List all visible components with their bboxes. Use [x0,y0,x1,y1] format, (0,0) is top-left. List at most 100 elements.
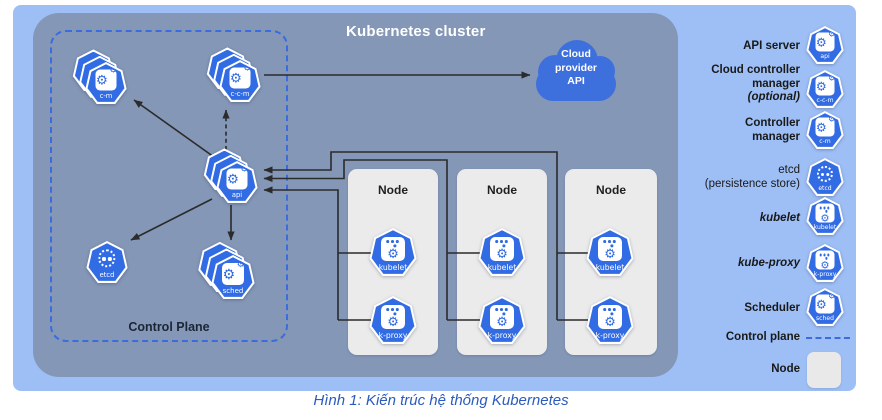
heptagon-fill: ⚙k-proxy [371,298,415,342]
legend-label-line: manager [752,77,800,90]
heptagon-fill: ⚙kubelet [588,230,632,274]
heptagon-layer: ⚙kubelet [586,228,634,276]
heptagon-layer: ⚙ kubelet [478,228,526,276]
gears-glyph: ⚙⚙ [95,65,118,91]
gear-icon: ⚙ [815,79,827,94]
heptagon-fill: ⚙⚙c-m [808,113,842,147]
dots-icon [823,253,826,257]
gears-glyph: ⚙⚙ [815,114,836,137]
legend-label-line: API server [743,40,800,52]
heptagon-fill: etcd [88,243,126,281]
legend-kubelet-icon: ⚙kubelet [806,197,844,235]
gear-icon: ⚙ [828,29,836,39]
heptagon-layer: ⚙⚙api [806,26,844,64]
kubelet-icon-node-1: ⚙kubelet [369,228,417,276]
dots-icon [391,308,394,312]
gears-glyph: ⚙⚙ [815,292,835,314]
gear-icon: ⚙ [243,63,252,74]
icon-label: kubelet [378,263,408,273]
node-title: Node [487,183,517,197]
kubelet-icon-node-3: ⚙kubelet [586,228,634,276]
legend-label-line: Scheduler [744,302,800,314]
heptagon-layer: ⚙⚙c-m [806,111,844,149]
gear-icon: ⚙ [604,246,616,262]
legend-control-plane-dash [806,337,850,339]
heptagon-layer: ⚙k-proxy [369,296,417,344]
heptagon-layer: ⚙⚙c-c-m [219,60,261,102]
dots-icon [608,308,611,312]
wheel-glyph: ⚙ [490,236,514,261]
legend-label-line: (persistence store) [704,177,800,190]
gear-icon: ⚙ [496,314,508,330]
wheel-glyph: ⚙ [490,304,514,330]
gear-icon: ⚙ [828,114,836,124]
icon-label: sched [815,315,834,323]
heptagon-fill: ⚙⚙c-c-m [808,72,842,106]
legend-label-line: Node [771,363,800,375]
dots-icon [500,308,503,312]
gears-glyph: ⚙⚙ [815,73,836,96]
legend-etcd-icon: etcd [806,158,844,196]
legend-label-scheduler: Scheduler [680,302,800,316]
icon-label: kubelet [487,263,517,273]
figure-caption: Hình 1: Kiến trúc hệ thống Kubernetes [313,392,569,409]
cloud-body [536,67,616,101]
wheel-glyph: ⚙ [381,304,405,330]
legend-kube-proxy-icon: ⚙k-proxy [806,244,844,282]
legend-label-line: manager [752,130,800,143]
controller-manager-icon: ⚙⚙c-m [72,49,127,104]
cloud-provider-api: Cloud provider API [536,39,616,101]
wheel-glyph: ⚙ [598,304,622,329]
gear-icon: ⚙ [387,314,399,330]
gear-icon: ⚙ [109,65,118,76]
wheel-glyph: ⚙ [381,236,405,262]
heptagon-fill: ⚙kubelet [808,199,842,233]
legend-label-line: kube-proxy [738,257,800,269]
icon-label: api [231,191,243,200]
dots-icon [608,240,611,244]
dots-icon [391,240,394,244]
icon-label: kubelet [813,224,837,232]
legend-label-line: Cloud controller [711,64,800,76]
icon-label: k-proxy [378,331,408,341]
legend-api-server-icon: ⚙⚙api [806,26,844,64]
etcd-dots-icon [820,172,824,176]
legend-ccm-icon: ⚙⚙c-c-m [806,70,844,108]
cloud-label-line: Cloud [561,48,591,60]
cluster-title: Kubernetes cluster [346,23,486,40]
cloud-label-line: API [567,75,585,87]
heptagon-fill: ⚙kubelet [371,230,415,274]
gear-icon: ⚙ [95,73,108,89]
gear-icon: ⚙ [226,172,239,188]
icon-label: etcd [818,185,832,193]
control-plane-label: Control Plane [128,320,210,334]
cloud-label: Cloud provider API [536,39,616,101]
etcd-icon: etcd [86,241,128,283]
api-server-icon: ⚙⚙api [203,148,258,203]
node-title: Node [378,183,408,197]
kubelet-icon-node-2: ⚙ kubelet [478,228,526,276]
legend-label-kubelet: kubelet [680,212,800,226]
heptagon-layer: ⚙k-proxy [586,296,634,344]
heptagon-fill: ⚙⚙c-m [87,64,125,102]
kube-proxy-icon-node-1: ⚙k-proxy [369,296,417,344]
etcd-ring-icon [816,165,834,182]
icon-label: api [820,53,830,61]
gear-icon: ⚙ [820,212,830,225]
gear-icon: ⚙ [387,246,399,262]
heptagon-fill: ⚙⚙api [808,28,842,62]
heptagon-fill: etcd [808,160,842,194]
icon-label: c-m [99,92,113,101]
heptagon-layer: ⚙⚙sched [806,288,844,326]
legend-label-cloud-controller-manager: Cloud controller manager (optional) [680,64,800,105]
heptagon-fill: ⚙k-proxy [808,246,842,280]
gears-glyph: ⚙⚙ [815,29,836,52]
legend-node-swatch [807,352,841,388]
gear-icon: ⚙ [820,259,830,272]
gear-icon: ⚙ [828,73,836,83]
heptagon-fill: ⚙⚙sched [808,290,842,324]
dots-icon [823,206,826,210]
gear-icon: ⚙ [815,35,827,50]
heptagon-fill: ⚙k-proxy [480,298,524,342]
